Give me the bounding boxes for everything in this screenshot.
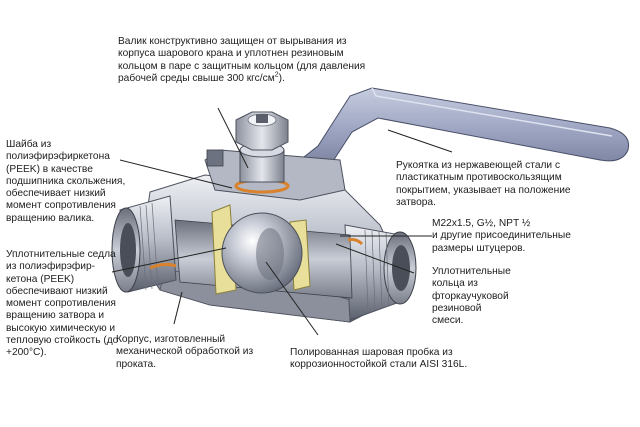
label-body: Корпус, изготовленный механической обраб… <box>116 334 254 370</box>
label-washer: Шайба из полиэфирэфиркетона (PEEK) в кач… <box>6 139 126 224</box>
leader-orings <box>335 243 415 274</box>
leader-washer <box>119 159 233 189</box>
leader-seats <box>111 247 227 273</box>
label-handle: Рукоятка из нержавеющей стали с пластика… <box>396 160 571 208</box>
leader-body <box>173 291 183 325</box>
handle <box>299 87 630 179</box>
leader-handle <box>387 129 453 153</box>
left-end-fitting <box>111 195 177 293</box>
label-stem: Валик конструктивно защищен от вырывания… <box>118 36 366 84</box>
leader-lines <box>111 107 453 336</box>
label-orings: Уплотнительные кольца из фторкаучуковой … <box>432 266 511 327</box>
ball <box>221 212 303 294</box>
leader-stem <box>217 107 249 169</box>
label-threads: M22x1.5, G½, NPT ½ и другие присоедините… <box>432 218 571 254</box>
label-ball: Полированная шаровая пробка из коррозион… <box>290 347 468 371</box>
leader-ball <box>265 261 319 336</box>
label-seats: Уплотнительные седла из полиэфирэфир- ке… <box>6 249 119 359</box>
stem-nut <box>235 111 289 183</box>
